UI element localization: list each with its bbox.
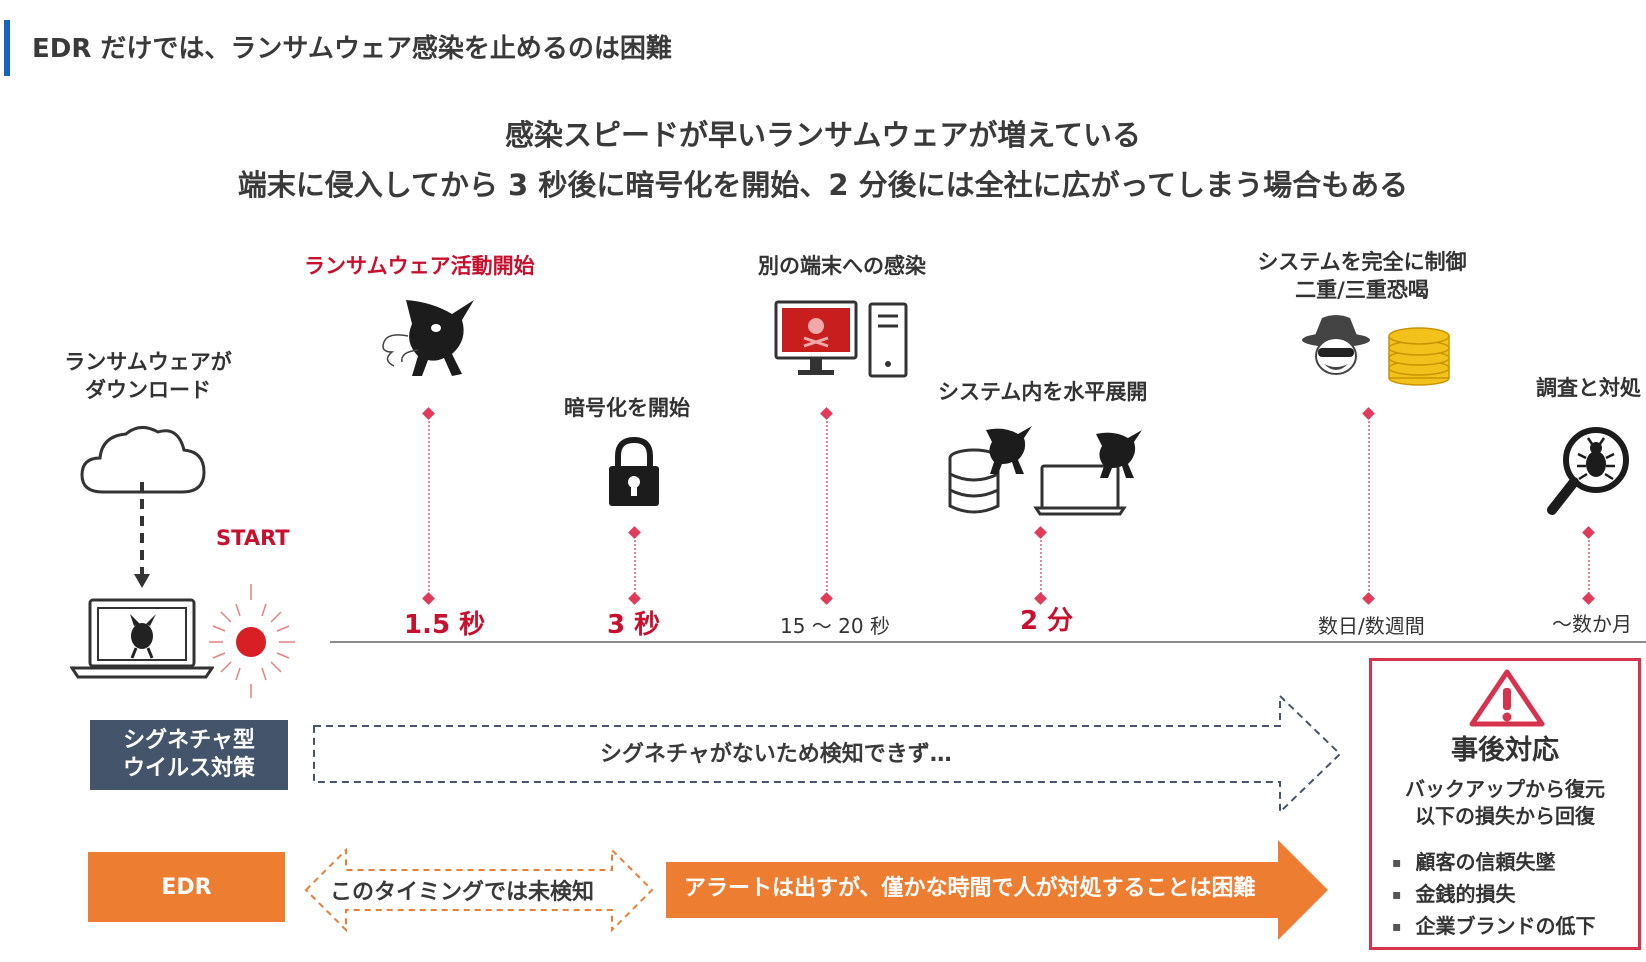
lateral-time: 2 分 [1020,606,1074,636]
magnifier-bug-icon [1547,427,1629,515]
control-label-line-1: システムを完全に制御 [1257,250,1467,274]
signature-box-line-1: シグネチャ型 [123,728,255,753]
lateral-spread-icon [948,426,1142,516]
loss-item: 顧客の信頼失墜 [1392,846,1596,878]
signature-av-box: シグネチャ型 ウイルス対策 [90,720,288,790]
headline-line-2: 端末に侵入してから 3 秒後に暗号化を開始、2 分後には全社に広がってしまう場合… [237,168,1409,202]
alert-text: アラートは出すが、僅かな時間で人が対処することは困難 [684,876,1256,901]
undetected-text: このタイミングでは未検知 [330,880,595,905]
signature-dashed-arrow [313,693,1342,815]
infect-connector [826,414,828,598]
download-label-line-1: ランサムウェアが [64,350,232,374]
lateral-connector [1040,532,1042,598]
investigate-marker-bottom [1582,592,1595,605]
warning-icon [1469,669,1545,727]
activity-time: 1.5 秒 [404,610,486,640]
activity-label: ランサムウェア活動開始 [304,254,535,278]
infect-marker-bottom [820,592,833,605]
download-label-line-2: ダウンロード [85,378,211,402]
infect-marker-top [820,407,833,420]
lock-icon [609,436,659,506]
activity-marker-top [422,407,435,420]
title-accent-bar [4,20,10,76]
encrypt-label: 暗号化を開始 [564,396,690,420]
activity-connector [428,414,430,598]
post-response-sub-line-1: バックアップから復元 [1405,777,1605,801]
activity-marker-bottom [422,592,435,605]
alert-orange-arrow [666,840,1328,940]
control-connector [1368,414,1370,598]
signature-arrow-text: シグネチャがないため検知できず… [600,742,952,767]
lateral-label: システム内を水平展開 [938,380,1148,404]
loss-item: 企業ブランドの低下 [1392,910,1596,942]
post-response-title: 事後対応 [1451,735,1559,766]
encrypt-marker-bottom [628,592,641,605]
page-title: EDR だけでは、ランサムウェア感染を止めるのは困難 [32,34,672,64]
investigate-connector [1588,532,1590,598]
encrypt-connector [634,532,636,598]
undetected-dashed-arrow [304,847,654,933]
download-arrow-icon [134,482,150,588]
control-label: システムを完全に制御 二重/三重恐喝 [1252,248,1472,304]
lateral-marker-top [1034,526,1047,539]
headline-line-1: 感染スピードが早いランサムウェアが増えている [505,118,1141,152]
control-marker-top [1362,407,1375,420]
control-label-line-2: 二重/三重恐喝 [1295,278,1429,302]
coins-icon [1388,327,1450,386]
infect-time: 15 ～ 20 秒 [780,614,890,638]
infect-label: 別の端末への感染 [758,254,926,278]
ransomware-devil-icon [382,300,474,376]
control-marker-bottom [1362,592,1375,605]
edr-box: EDR [88,852,285,922]
infected-computer-icon [774,300,908,378]
control-time: 数日/数週間 [1318,614,1425,638]
investigate-marker-top [1582,526,1595,539]
infected-laptop-icon [70,598,214,679]
download-label: ランサムウェアが ダウンロード [48,348,248,404]
investigate-time: ～数か月 [1552,612,1632,636]
post-response-sub-line-2: 以下の損失から回復 [1415,804,1595,828]
encrypt-marker-top [628,526,641,539]
investigate-label: 調査と対処 [1536,376,1641,400]
loss-list: 顧客の信頼失墜 金銭的損失 企業ブランドの低下 [1392,846,1596,942]
start-burst-icon [209,584,295,698]
loss-item: 金銭的損失 [1392,878,1596,910]
start-label: START [216,526,290,550]
hacker-icon [1302,315,1370,375]
encrypt-time: 3 秒 [607,610,661,640]
cloud-icon [80,426,206,494]
signature-box-line-2: ウイルス対策 [122,756,255,781]
timeline-axis [330,641,1646,643]
post-response-subtitle: バックアップから復元 以下の損失から回復 [1369,776,1641,830]
